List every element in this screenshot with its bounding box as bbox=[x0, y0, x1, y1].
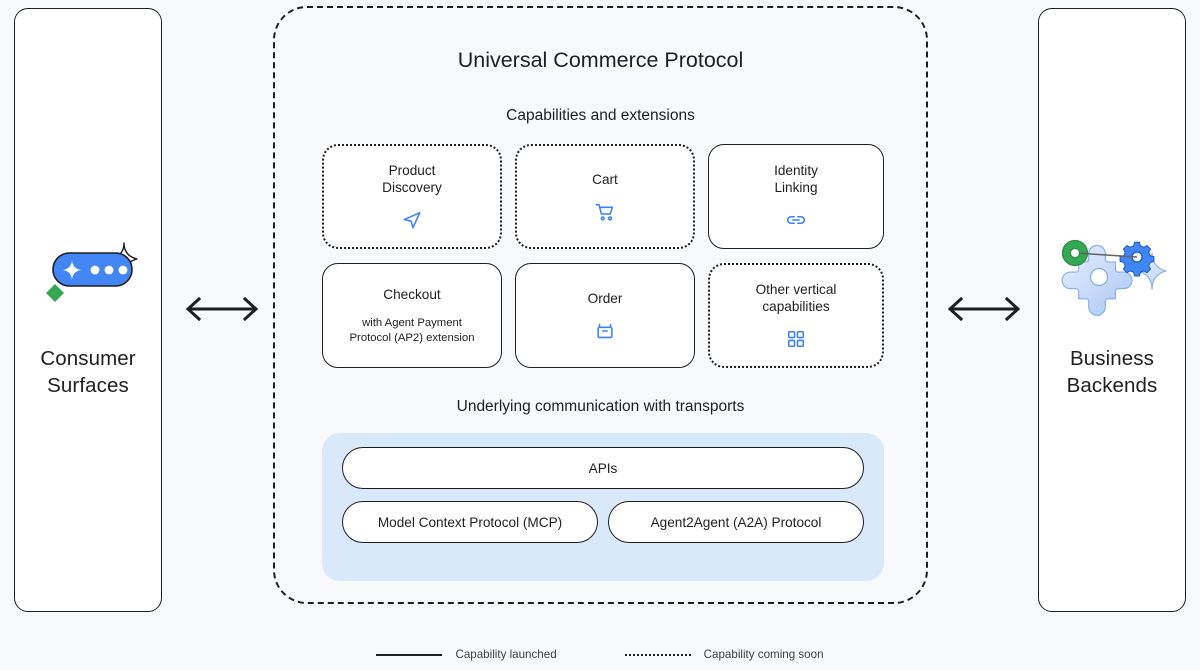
legend-label: Capability launched bbox=[455, 648, 557, 661]
transport-apis[interactable]: APIs bbox=[342, 447, 864, 489]
capability-title: Other vertical capabilities bbox=[755, 282, 837, 314]
capability-title: Identity Linking bbox=[774, 163, 818, 195]
connector-arrow-right bbox=[942, 292, 1026, 326]
transport-a2a[interactable]: Agent2Agent (A2A) Protocol bbox=[608, 501, 864, 543]
legend-label: Capability coming soon bbox=[703, 648, 824, 661]
gears-sparkle-icon bbox=[1052, 221, 1172, 331]
capability-card-order[interactable]: Order bbox=[515, 263, 695, 368]
legend-item-launched: Capability launched bbox=[376, 648, 557, 661]
transports-heading: Underlying communication with transports bbox=[456, 398, 745, 415]
capability-subtitle: with Agent Payment Protocol (AP2) extens… bbox=[349, 317, 475, 344]
legend: Capability launched Capability coming so… bbox=[0, 648, 1200, 661]
capability-title: Cart bbox=[592, 171, 618, 187]
capabilities-grid: Product Discovery Cart bbox=[322, 144, 884, 368]
consumer-surfaces-panel: Consumer Surfaces bbox=[14, 8, 162, 612]
legend-dotted-line-icon bbox=[624, 653, 691, 656]
consumer-surfaces-label: Consumer Surfaces bbox=[40, 347, 136, 397]
legend-item-coming-soon: Capability coming soon bbox=[624, 648, 824, 661]
transports-container: APIs Model Context Protocol (MCP) Agent2… bbox=[322, 433, 884, 581]
capability-card-product-discovery[interactable]: Product Discovery bbox=[322, 144, 502, 249]
page-title: Universal Commerce Protocol bbox=[457, 48, 744, 72]
universal-commerce-protocol-panel: Universal Commerce Protocol Capabilities… bbox=[273, 6, 928, 604]
send-arrow-icon bbox=[401, 209, 423, 231]
business-backends-label: Business Backends bbox=[1066, 347, 1158, 397]
capability-card-identity-linking[interactable]: Identity Linking bbox=[708, 144, 884, 249]
capability-card-checkout[interactable]: Checkout with Agent Payment Protocol (AP… bbox=[322, 263, 502, 368]
ai-chat-sparkle-icon bbox=[28, 221, 148, 331]
grid-four-squares-icon bbox=[786, 328, 806, 350]
inbox-box-icon bbox=[594, 320, 616, 342]
business-backends-panel: Business Backends bbox=[1038, 8, 1186, 612]
transport-mcp[interactable]: Model Context Protocol (MCP) bbox=[342, 501, 598, 543]
capability-title: Checkout bbox=[383, 287, 441, 302]
connector-arrow-left bbox=[180, 292, 264, 326]
capability-card-other-vertical[interactable]: Other vertical capabilities bbox=[708, 263, 884, 368]
link-chain-icon bbox=[784, 209, 808, 231]
capability-title: Product Discovery bbox=[382, 163, 442, 195]
capability-title: Order bbox=[587, 290, 623, 306]
capability-card-cart[interactable]: Cart bbox=[515, 144, 695, 249]
shopping-cart-icon bbox=[594, 201, 616, 223]
legend-solid-line-icon bbox=[376, 653, 443, 656]
capabilities-heading: Capabilities and extensions bbox=[506, 107, 695, 124]
